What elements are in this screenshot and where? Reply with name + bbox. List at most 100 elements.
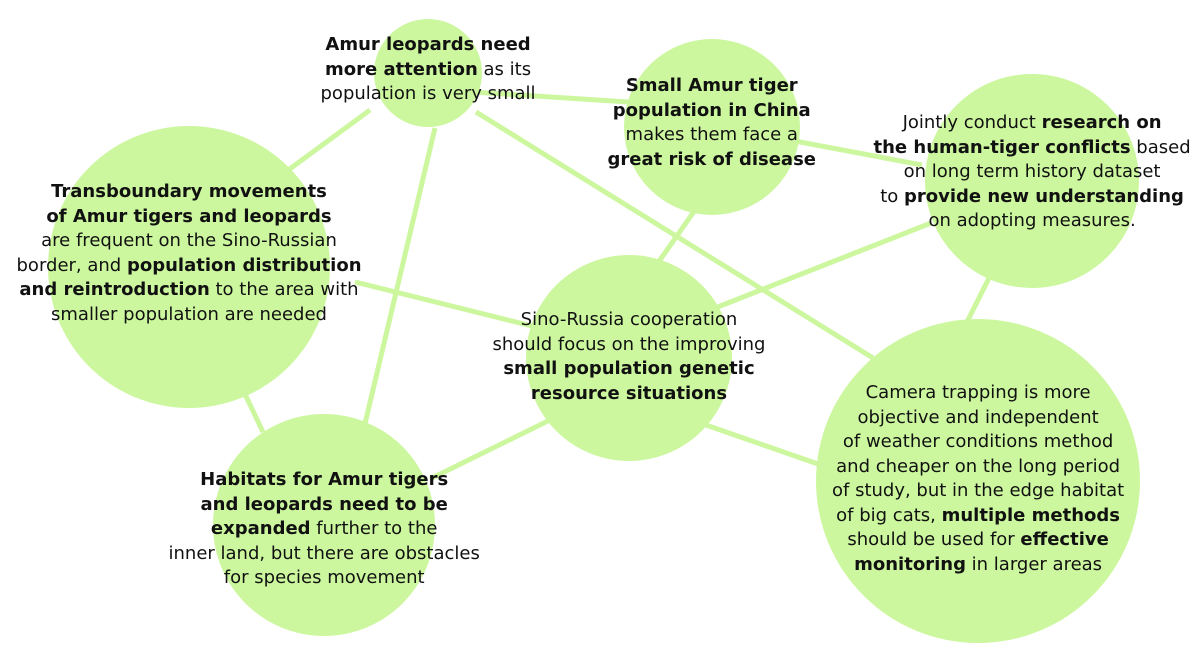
- bold-text-segment: provide new understanding: [903, 185, 1184, 207]
- node-text-sino-russia-cooperation: Sino-Russia cooperation should focus on t…: [493, 308, 766, 406]
- text-segment: of big cats,: [836, 504, 942, 526]
- bold-text-segment: monitoring: [854, 553, 966, 575]
- node-circle-cooperation: [526, 255, 732, 461]
- node-text-transboundary-movements: Transboundary movements of Amur tigers an…: [17, 180, 362, 327]
- bold-text-segment: research on: [1041, 112, 1162, 133]
- node-text-line: of big cats, multiple methods: [832, 504, 1124, 529]
- bold-text-segment: Amur leopards need: [325, 34, 531, 55]
- node-text-line: Small Amur tiger: [608, 74, 817, 99]
- node-text-line: should be used for effective: [832, 528, 1124, 553]
- text-segment: to: [880, 185, 904, 207]
- node-text-line: Sino-Russia cooperation: [493, 308, 766, 333]
- node-text-line: resource situations: [493, 382, 766, 407]
- text-segment: on adopting measures.: [928, 210, 1136, 231]
- node-layer: [48, 19, 1140, 643]
- text-segment: Sino-Russia cooperation: [520, 309, 738, 330]
- node-text-camera-trapping: Camera trapping is more objective and ind…: [832, 381, 1124, 577]
- node-text-habitat-expansion: Habitats for Amur tigers and leopards nee…: [169, 468, 480, 591]
- node-text-line: Camera trapping is more: [832, 381, 1124, 406]
- node-text-line: Habitats for Amur tigers: [169, 468, 480, 493]
- node-text-line: of study, but in the edge habitat: [832, 479, 1124, 504]
- text-segment: based: [1130, 136, 1191, 158]
- bold-text-segment: expanded: [210, 518, 311, 539]
- text-segment: should be used for: [847, 529, 1021, 550]
- node-text-line: great risk of disease: [608, 148, 817, 173]
- node-text-line: more attention as its: [321, 58, 536, 83]
- node-text-line: are frequent on the Sino-Russian: [17, 229, 362, 254]
- text-segment: Jointly conduct: [902, 112, 1042, 133]
- text-segment: on long term history dataset: [903, 161, 1161, 182]
- node-text-line: population in China: [608, 99, 817, 124]
- text-segment: of study, but in the edge habitat: [832, 480, 1125, 501]
- text-segment: are frequent on the Sino-Russian: [41, 230, 337, 251]
- edge-leopards-habitats: [360, 127, 438, 433]
- node-text-line: of Amur tigers and leopards: [17, 205, 362, 230]
- node-text-line: Jointly conduct research on: [874, 111, 1191, 136]
- bold-text-segment: of Amur tigers and leopards: [46, 205, 332, 227]
- edge-leopards-transboundary: [285, 107, 372, 174]
- node-text-line: for species movement: [169, 566, 480, 591]
- node-text-line: and leopards need to be: [169, 493, 480, 518]
- node-text-line: Transboundary movements: [17, 180, 362, 205]
- node-text-line: small population genetic: [493, 357, 766, 382]
- edge-china-research: [783, 136, 923, 168]
- bold-text-segment: more attention: [324, 58, 478, 80]
- node-text-line: Amur leopards need: [321, 33, 536, 58]
- text-segment: to the area with: [209, 279, 359, 300]
- node-text-line: and cheaper on the long period: [832, 455, 1124, 480]
- bold-text-segment: population in China: [612, 99, 811, 121]
- bold-text-segment: effective: [1020, 529, 1109, 550]
- text-segment: population is very small: [320, 83, 536, 104]
- text-segment: for species movement: [223, 567, 425, 588]
- edge-transboundary-cooperation: [354, 279, 537, 330]
- node-text-line: population is very small: [321, 82, 536, 107]
- node-circle-leopards: [374, 19, 482, 127]
- text-segment: of weather conditions method: [842, 431, 1114, 452]
- edge-cooperation-habitats: [428, 414, 558, 482]
- edge-cooperation-camera: [705, 422, 819, 467]
- node-text-line: makes them face a: [608, 123, 817, 148]
- bold-text-segment: great risk of disease: [607, 148, 817, 170]
- node-text-line: the human-tiger conflicts based: [874, 136, 1191, 161]
- text-segment: objective and independent: [857, 406, 1099, 428]
- node-text-line: smaller population are needed: [17, 303, 362, 328]
- bold-text-segment: Transboundary movements: [51, 181, 327, 202]
- node-circle-transboundary: [48, 126, 330, 408]
- node-text-line: of weather conditions method: [832, 430, 1124, 455]
- edge-transboundary-habitats: [241, 390, 266, 434]
- edge-research-cooperation: [709, 220, 932, 313]
- bold-text-segment: and reintroduction: [19, 279, 210, 300]
- node-text-line: to provide new understanding: [874, 185, 1191, 210]
- node-text-line: on adopting measures.: [874, 209, 1191, 234]
- text-segment: smaller population are needed: [51, 303, 327, 325]
- text-segment: border, and: [16, 254, 127, 276]
- node-circle-habitats: [213, 414, 435, 636]
- node-circle-research: [925, 74, 1139, 288]
- node-text-line: expanded further to the: [169, 517, 480, 542]
- text-segment: as its: [477, 58, 532, 80]
- node-text-line: should focus on the improving: [493, 333, 766, 358]
- text-segment: in larger areas: [965, 553, 1103, 575]
- bold-text-segment: Small Amur tiger: [625, 75, 798, 96]
- node-circle-china: [624, 39, 800, 215]
- bold-text-segment: Habitats for Amur tigers: [200, 469, 449, 490]
- bold-text-segment: resource situations: [530, 382, 728, 404]
- text-segment: and cheaper on the long period: [836, 455, 1121, 477]
- bold-text-segment: and leopards need to be: [200, 493, 448, 515]
- text-segment: further to the: [310, 518, 438, 539]
- bold-text-segment: small population genetic: [503, 358, 755, 379]
- edge-research-camera: [963, 274, 993, 326]
- node-text-line: monitoring in larger areas: [832, 553, 1124, 578]
- node-text-line: on long term history dataset: [874, 160, 1191, 185]
- text-segment: inner land, but there are obstacles: [168, 542, 480, 564]
- text-segment: should focus on the improving: [492, 333, 766, 355]
- bold-text-segment: population distribution: [126, 254, 362, 276]
- text-segment: Camera trapping is more: [865, 382, 1091, 403]
- bold-text-segment: the human-tiger conflicts: [873, 136, 1131, 158]
- bold-text-segment: multiple methods: [941, 504, 1121, 526]
- node-text-line: and reintroduction to the area with: [17, 278, 362, 303]
